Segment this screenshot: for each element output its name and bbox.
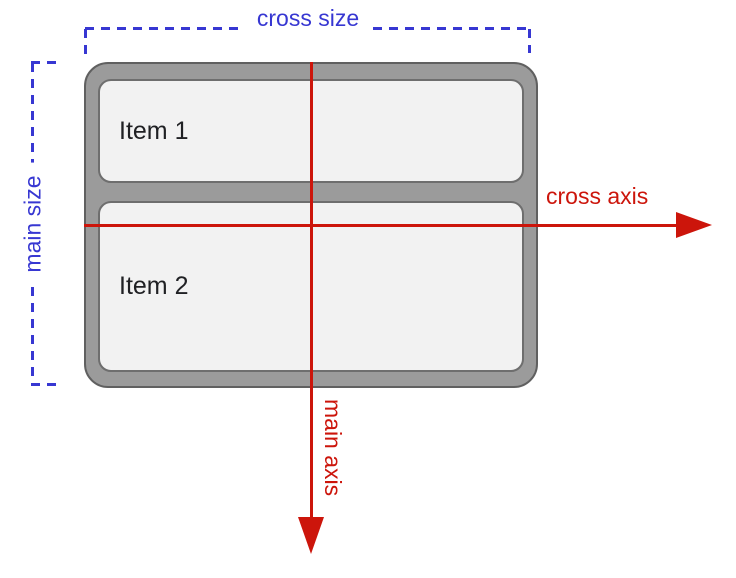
cross-size-bracket-right-end <box>528 29 531 53</box>
main-size-bracket-bottom-tick <box>31 383 63 386</box>
cross-axis-label: cross axis <box>546 183 649 209</box>
flex-item-1-label: Item 1 <box>119 116 189 145</box>
cross-axis-arrowhead-icon <box>676 212 712 238</box>
main-size-label: main size <box>19 162 47 286</box>
main-size-bracket-top-tick <box>31 61 63 64</box>
main-axis-arrowhead-icon <box>298 517 324 554</box>
cross-size-label: cross size <box>243 5 373 32</box>
main-axis-label: main axis <box>320 399 346 497</box>
flex-item-2-label: Item 2 <box>119 272 189 300</box>
cross-axis-line <box>84 224 678 227</box>
main-axis-line <box>310 62 313 518</box>
cross-size-bracket-left-end <box>84 29 87 57</box>
